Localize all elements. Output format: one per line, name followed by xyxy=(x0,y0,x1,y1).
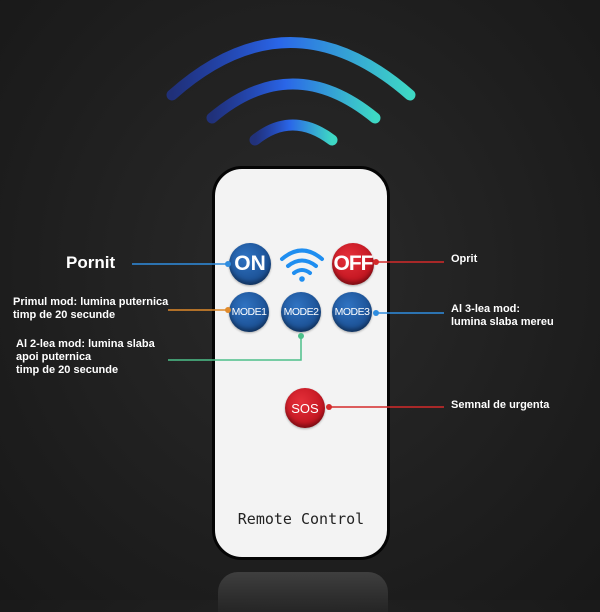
sos-button[interactable]: SOS xyxy=(285,388,325,428)
annotation-mode1-line2: timp de 20 secunde xyxy=(13,309,116,321)
annotation-mode2-line3: timp de 20 secunde xyxy=(16,364,119,376)
annotation-mode1: Primul mod: lumina puternica timp de 20 … xyxy=(13,296,168,322)
mode1-button[interactable]: MODE1 xyxy=(229,292,269,332)
annotation-pornit: Pornit xyxy=(66,253,116,272)
annotation-mode2-line2: apoi puternica xyxy=(16,351,92,363)
annotation-mode3: Al 3-lea mod: lumina slaba mereu xyxy=(451,303,554,329)
annotation-sos: Semnal de urgenta xyxy=(451,399,550,411)
mode2-button[interactable]: MODE2 xyxy=(281,292,321,332)
on-button[interactable]: ON xyxy=(229,243,271,285)
annotation-mode2: Al 2-lea mod: lumina slaba apoi puternic… xyxy=(16,338,155,377)
remote-reflection xyxy=(218,572,388,612)
remote-label: Remote Control xyxy=(237,510,365,528)
off-button[interactable]: OFF xyxy=(332,243,374,285)
annotation-mode3-line2: lumina slaba mereu xyxy=(451,316,554,328)
annotation-mode2-line1: Al 2-lea mod: lumina slaba xyxy=(16,338,155,350)
annotation-oprit: Oprit xyxy=(451,253,478,265)
annotation-mode3-line1: Al 3-lea mod: xyxy=(451,303,521,315)
annotation-mode1-line1: Primul mod: lumina puternica xyxy=(13,296,169,308)
mode3-button[interactable]: MODE3 xyxy=(332,292,372,332)
remote-control-body xyxy=(212,166,390,560)
